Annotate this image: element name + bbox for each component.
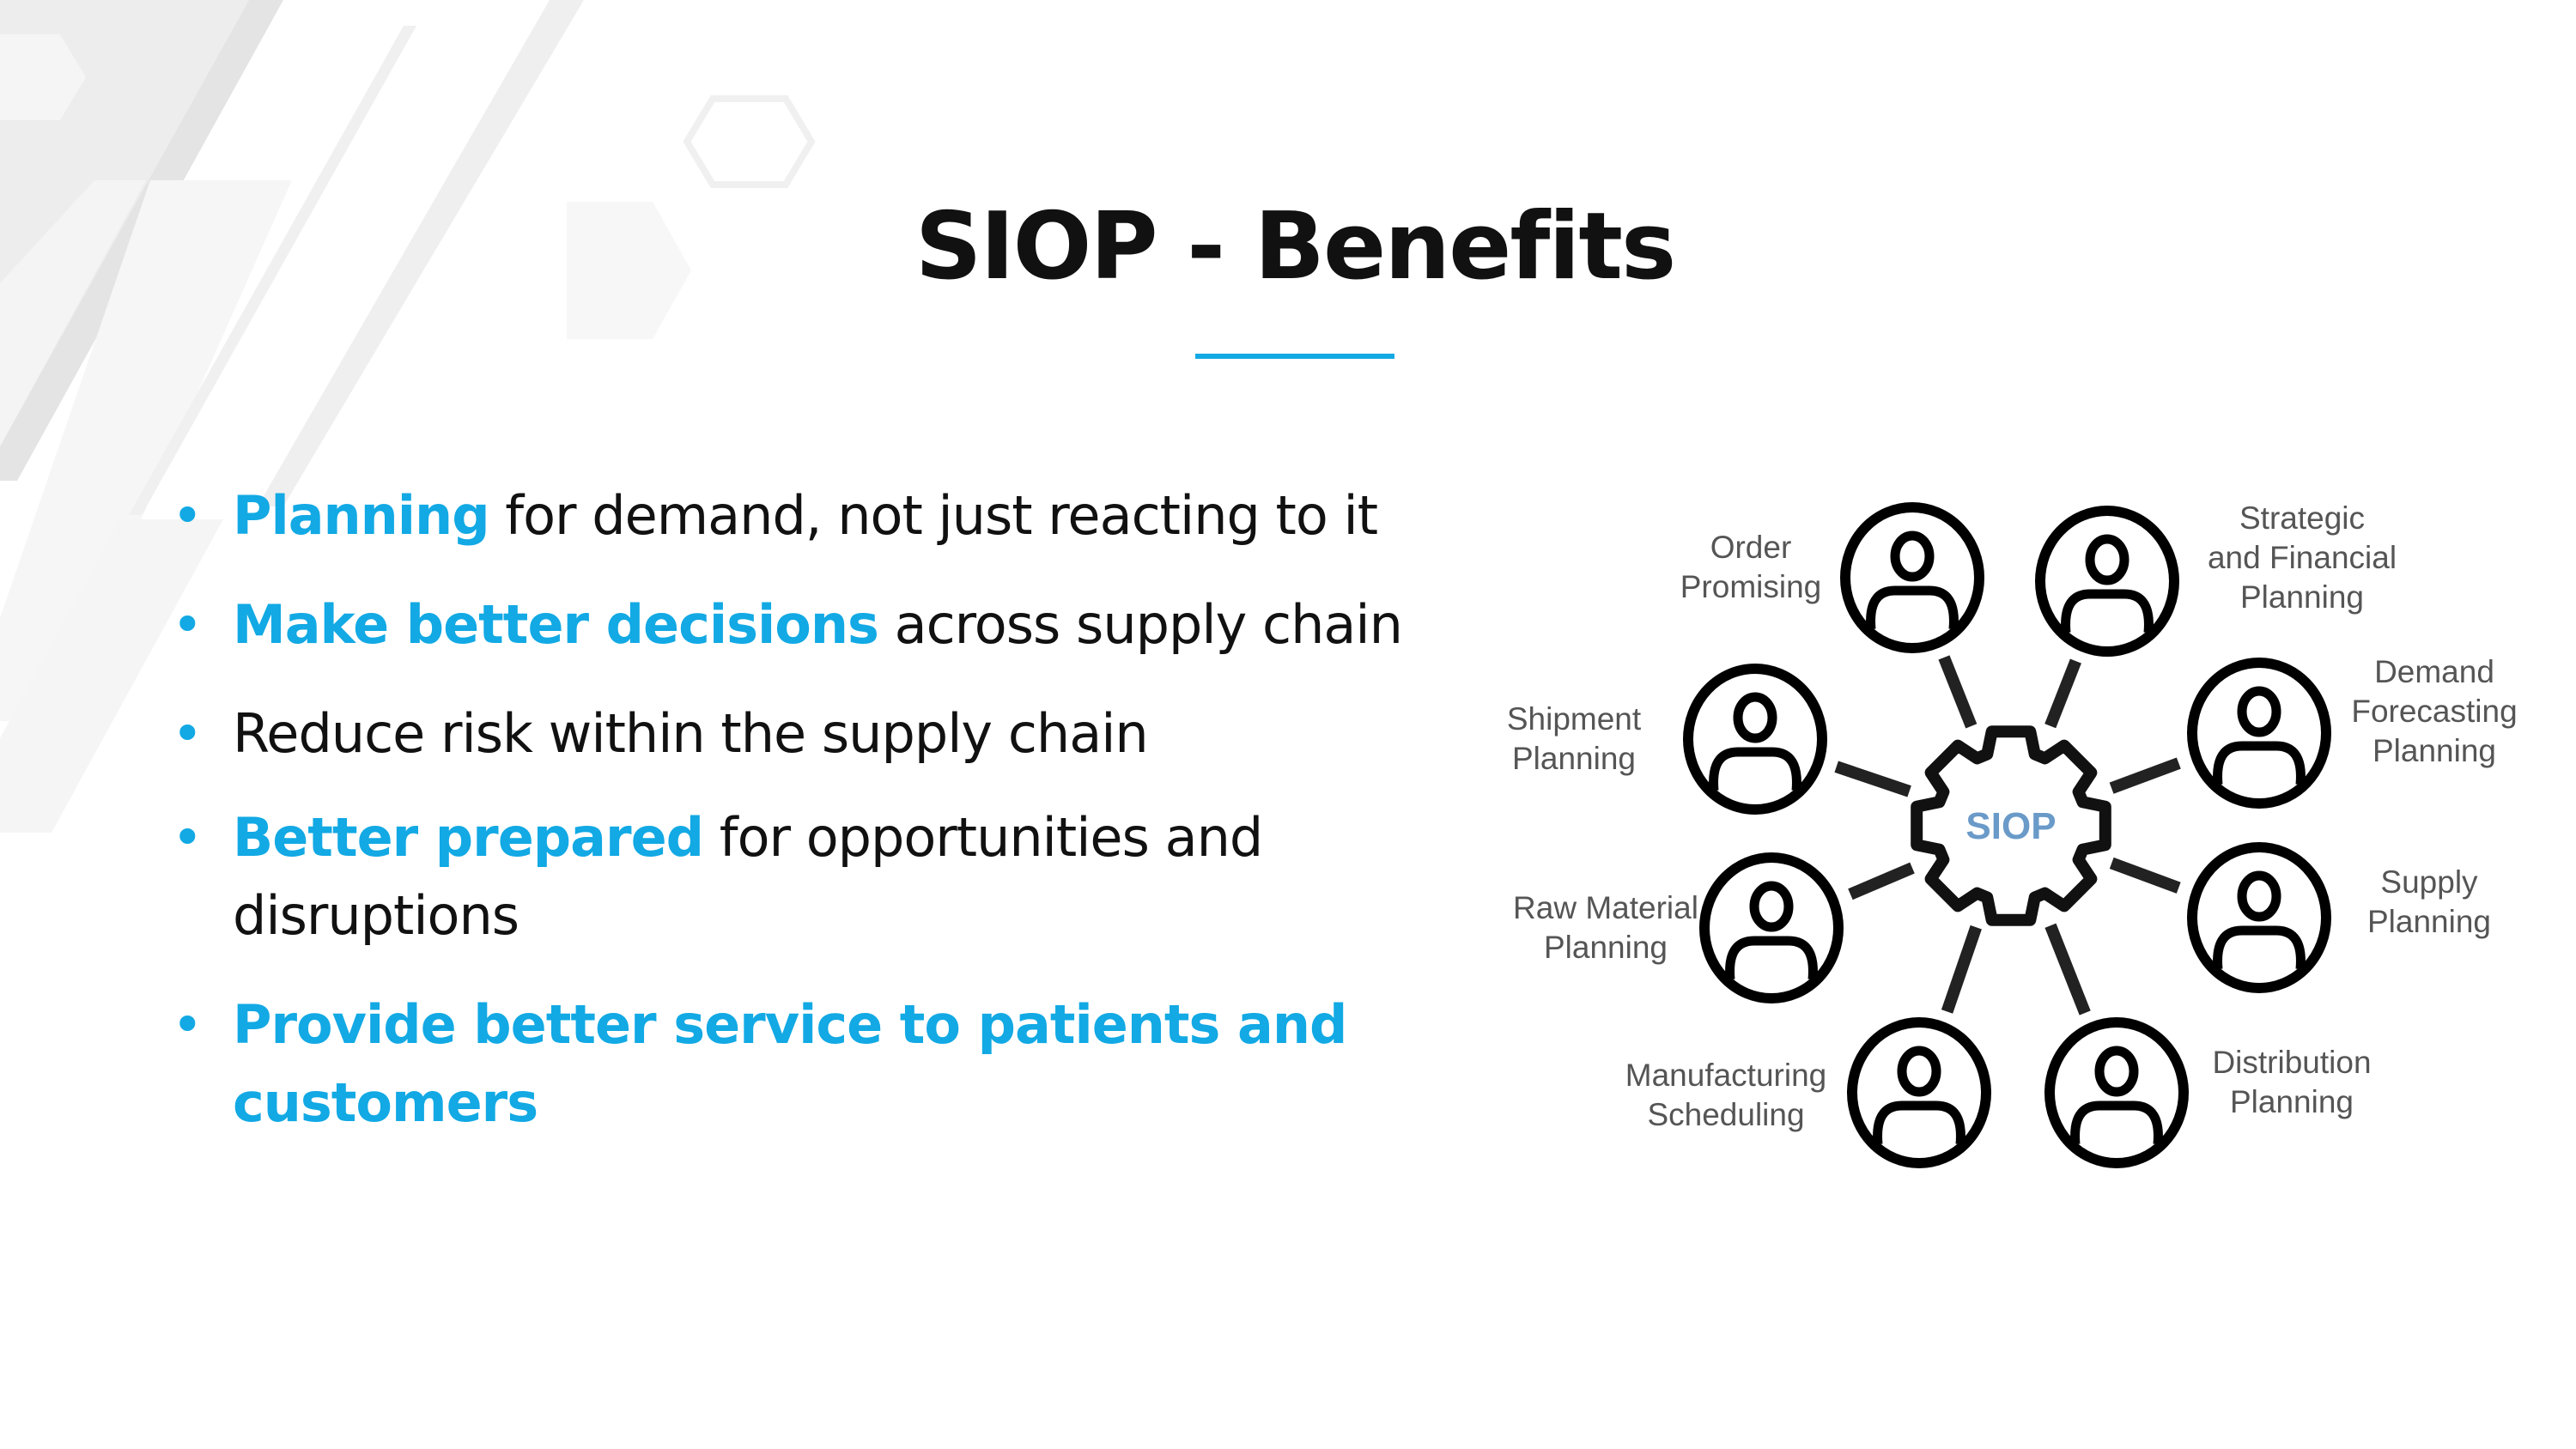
bullet-dot-icon: •: [172, 993, 204, 1056]
bullet-highlight: Provide better service to patients and c…: [233, 993, 1347, 1134]
bullet-dot-icon: •: [172, 593, 204, 656]
person-icon: [2035, 506, 2179, 657]
person-icon: [1847, 1017, 1991, 1168]
siop-center-label: SIOP: [1965, 805, 2056, 847]
bullet-text: for opportunities and disruptions: [233, 806, 1263, 947]
bullet-item: • Better prepared for opportunities and d…: [172, 798, 1263, 955]
bullet-dot-icon: •: [172, 702, 204, 765]
person-icon: [2187, 842, 2331, 993]
bullet-dot-icon: •: [172, 806, 204, 869]
connector-line: [1938, 655, 1978, 729]
bullet-dot-icon: •: [172, 484, 204, 547]
person-icon: [1683, 664, 1827, 815]
connector-line: [1941, 925, 1982, 1014]
bullet-item: • Planning for demand, not just reacting …: [172, 476, 1460, 555]
person-icon: [1840, 502, 1984, 653]
bullet-item: • Make better decisions across supply cha…: [172, 585, 1460, 664]
connector-line: [1834, 761, 1911, 797]
connector-line: [1848, 862, 1915, 900]
person-icon: [2187, 658, 2331, 809]
person-icon: [1699, 852, 1844, 1003]
gear-icon: [1911, 725, 2111, 926]
bullet-item: • Reduce risk within the supply chain: [172, 694, 1460, 773]
bullet-text: across supply chain: [878, 593, 1403, 656]
bullet-highlight: Planning: [233, 484, 490, 547]
page-title: SIOP - Benefits: [914, 193, 1677, 300]
bullet-item: • Provide better service to patients and …: [172, 985, 1435, 1142]
connector-line: [2109, 757, 2181, 794]
title-underline: [1195, 354, 1394, 359]
benefits-list: • Planning for demand, not just reacting …: [172, 476, 1460, 1173]
bullet-highlight: Make better decisions: [233, 593, 879, 656]
person-icon: [2044, 1017, 2189, 1168]
bullet-text: Reduce risk within the supply chain: [233, 702, 1149, 765]
bullet-text: for demand, not just reacting to it: [489, 484, 1378, 547]
connector-line: [2044, 658, 2081, 729]
bullet-highlight: Better prepared: [233, 806, 704, 869]
connector-line: [2109, 857, 2181, 894]
connector-line: [2044, 923, 2091, 1016]
